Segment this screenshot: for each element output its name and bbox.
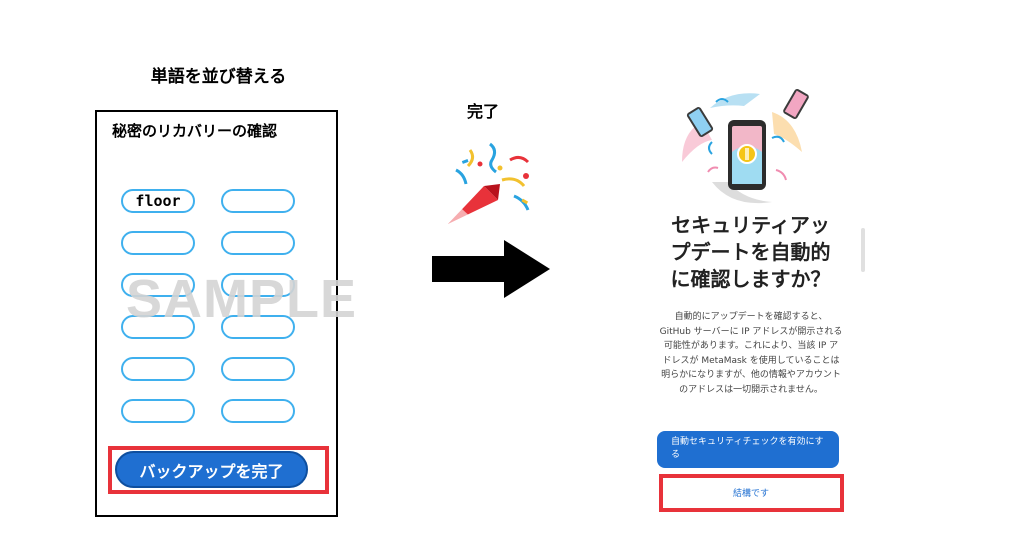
done-label: 完了 xyxy=(467,102,500,121)
security-update-illustration xyxy=(682,88,809,204)
word-slot-6[interactable] xyxy=(221,273,295,297)
reorder-words-heading: 単語を並び替える xyxy=(150,67,287,87)
no-thanks-button[interactable]: 結構です xyxy=(732,489,769,499)
scrollbar-thumb[interactable] xyxy=(861,228,865,272)
complete-backup-button[interactable]: バックアップを完了 xyxy=(115,451,308,488)
word-slot-1[interactable]: floor xyxy=(121,189,195,213)
party-popper-icon xyxy=(448,142,530,224)
word-slot-4[interactable] xyxy=(221,231,295,255)
highlight-box-complete xyxy=(108,446,329,494)
word-slot-12[interactable] xyxy=(221,399,295,423)
right-arrow-icon xyxy=(432,240,550,298)
word-slot-2[interactable] xyxy=(221,189,295,213)
word-slot-5[interactable] xyxy=(121,273,195,297)
word-slot-8[interactable] xyxy=(221,315,295,339)
panel-title: 秘密のリカバリーの確認 xyxy=(112,122,278,140)
word-slot-11[interactable] xyxy=(121,399,195,423)
word-slot-3[interactable] xyxy=(121,231,195,255)
word-slot-7[interactable] xyxy=(121,315,195,339)
highlight-box-decline xyxy=(659,474,844,512)
recovery-confirm-panel xyxy=(95,110,338,517)
word-slot-9[interactable] xyxy=(121,357,195,381)
enable-security-check-button[interactable]: 自動セキュリティチェックを有効にす る xyxy=(657,431,839,468)
security-update-title: セキュリティアッ プデートを自動的 に確認しますか？ xyxy=(670,213,831,291)
security-update-description: 自動的にアップデートを確認すると、 GitHub サーバーに IP アドレスが開… xyxy=(659,312,843,395)
word-slot-10[interactable] xyxy=(221,357,295,381)
